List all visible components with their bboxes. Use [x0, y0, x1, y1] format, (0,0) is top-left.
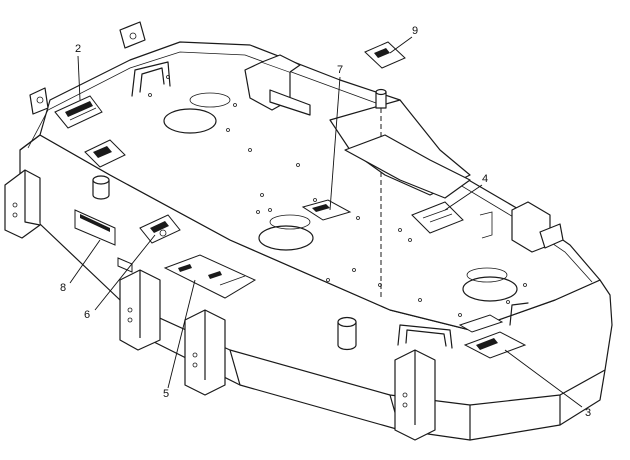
- decal-7: [301, 199, 352, 221]
- callout-5: 5: [163, 388, 169, 400]
- bumper-blocks: [4, 169, 436, 441]
- callout-7: 7: [337, 64, 343, 76]
- callout-3: 3: [585, 407, 591, 419]
- decal-4: [411, 201, 464, 234]
- belt-cover: [344, 134, 471, 199]
- decal-5: [163, 254, 257, 299]
- callout-numbers: 2 9 7 4 8 6 5 3: [60, 25, 591, 419]
- callout-6: 6: [84, 309, 90, 321]
- callout-4: 4: [482, 173, 488, 185]
- decal-3: [458, 314, 527, 359]
- callout-2: 2: [75, 43, 81, 55]
- lift-handles: [131, 61, 529, 349]
- side-brackets: [479, 201, 564, 253]
- decal-warning-skirt: [84, 139, 126, 168]
- spindle-openings: [163, 92, 518, 302]
- decal-2-warning: [54, 95, 103, 129]
- decal-6: [139, 214, 181, 244]
- pivot-brackets: [29, 21, 311, 116]
- callout-8: 8: [60, 282, 66, 294]
- decal-9: [364, 41, 406, 69]
- callout-9: 9: [412, 25, 418, 37]
- spindle-housings: [92, 175, 357, 351]
- deck-holes: [148, 75, 527, 317]
- leader-lines: [69, 36, 583, 408]
